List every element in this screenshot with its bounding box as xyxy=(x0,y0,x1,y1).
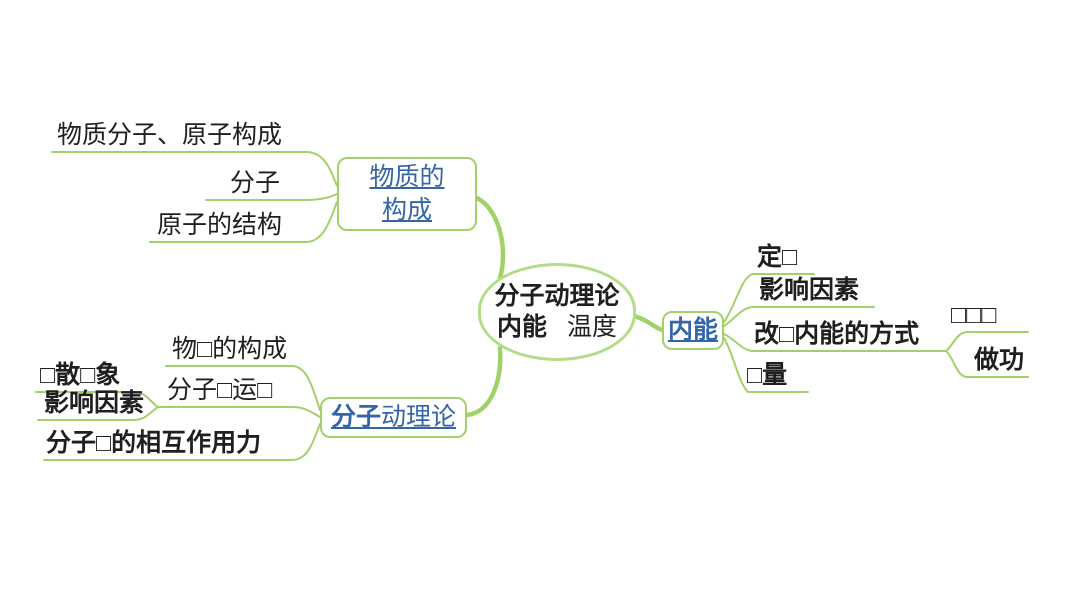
connector-energy-factors xyxy=(723,306,875,327)
label-kinetic-factors: 影响因素 xyxy=(44,390,145,417)
branch-node-kinetic-theory[interactable]: 分子动理论 xyxy=(320,397,467,438)
matter-node-label-line2: 构成 xyxy=(381,197,432,224)
connector-center-energy xyxy=(631,313,665,333)
central-topic-subtitle: 内能温度 xyxy=(497,312,617,343)
connector-thermal-factors xyxy=(37,406,159,421)
central-topic[interactable]: 分子动理论 内能温度 xyxy=(478,263,636,361)
connector-thermal-diffusion xyxy=(35,391,159,408)
label-matter-composition: 物质分子、原子构成 xyxy=(57,122,283,149)
label-definition: 定□ xyxy=(757,244,798,271)
label-heat: □量 xyxy=(747,362,788,389)
kinetic-node-label: 分子动理论 xyxy=(331,401,456,434)
connector-kinetic-matter-composition xyxy=(165,365,321,411)
connector-matter-composition xyxy=(51,151,338,187)
label-change-methods: 改□内能的方式 xyxy=(754,321,920,348)
matter-node-label-line1: 物质的 xyxy=(369,164,445,191)
branch-node-matter-composition[interactable]: 物质的 构成 xyxy=(337,157,477,231)
connector-change-work xyxy=(945,350,1029,378)
label-energy-factors: 影响因素 xyxy=(759,277,860,304)
connector-center-kinetic xyxy=(464,345,503,418)
kinetic-node-label-bold: 分子 xyxy=(330,404,381,431)
central-topic-title: 分子动理论 xyxy=(494,283,620,310)
connector-center-matter xyxy=(474,195,506,281)
connector-kinetic-thermal-motion xyxy=(157,406,321,418)
connector-matter-atom-structure xyxy=(149,201,338,243)
label-molecule: 分子 xyxy=(230,170,281,197)
kinetic-node-label-rest: 动理论 xyxy=(381,404,457,431)
connector-matter-molecule xyxy=(205,193,338,201)
central-topic-keyword-temperature: 温度 xyxy=(567,314,618,341)
connector-change-heat-transfer xyxy=(945,331,1029,352)
label-kinetic-matter-composition: 物□的构成 xyxy=(172,336,288,363)
central-topic-keyword-internal-energy: 内能 xyxy=(496,314,547,341)
label-thermal-motion: 分子□运□ xyxy=(167,377,273,404)
connector-energy-definition xyxy=(723,273,815,323)
label-atom-structure: 原子的结构 xyxy=(157,212,283,239)
label-intermolecular-force: 分子□的相互作用力 xyxy=(46,430,262,457)
branch-node-internal-energy[interactable]: 内能 xyxy=(662,311,724,350)
connector-energy-heat xyxy=(723,337,809,393)
connector-kinetic-force xyxy=(43,423,321,461)
label-do-work: 做功 xyxy=(974,347,1025,374)
label-heat-transfer: □□□ xyxy=(951,302,997,329)
connector-energy-change-methods xyxy=(723,333,947,352)
label-diffusion: □散□象 xyxy=(40,362,121,389)
energy-node-label: 内能 xyxy=(667,317,718,344)
